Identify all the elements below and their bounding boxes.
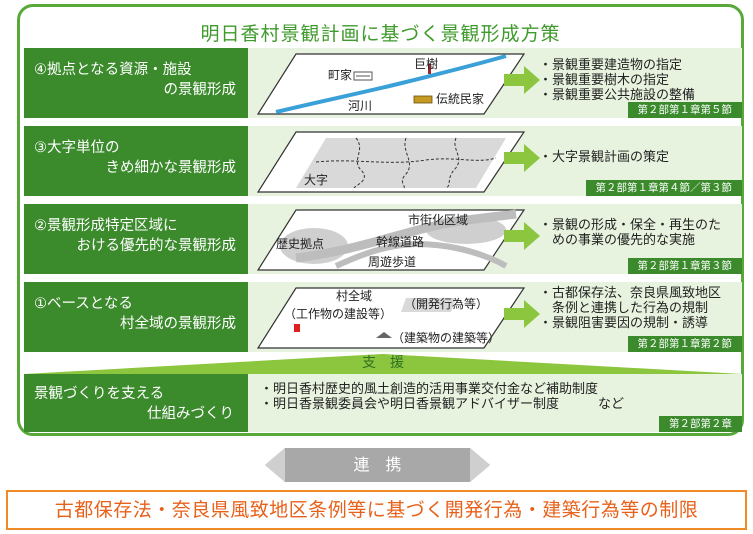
row-label: ①ベースとなる 村全域の景観形成 <box>24 282 248 352</box>
restriction-box: 古都保存法・奈良県風致地区条例等に基づく開発行為・建築行為等の制限 <box>6 490 747 530</box>
tree-icon <box>428 64 431 74</box>
row-items: ・明日香村歴史的風土創造的活用事業交付金など補助制度 ・明日香景観委員会や明日香… <box>260 382 625 412</box>
map-label: 周遊歩道 <box>368 254 416 269</box>
arrow-icon <box>504 300 540 328</box>
map-label: （開発行為等） <box>404 297 488 311</box>
map-label: 村全域 <box>336 288 372 303</box>
arrow-icon <box>504 66 540 94</box>
row-label: ④拠点となる資源・施設 の景観形成 <box>24 48 248 118</box>
row-oaza: ③大字単位の きめ細かな景観形成 大字 ・大字景観計画の策定 第２部第１章第４節… <box>24 126 742 196</box>
structure-icon <box>294 324 300 332</box>
map-label: 歴史拠点 <box>276 237 324 251</box>
row-label: ③大字単位の きめ細かな景観形成 <box>24 126 248 196</box>
row-special-zone: ②景観形成特定区域に おける優先的な景観形成 市街化区域 歴史拠点 幹線道路 周… <box>24 204 742 274</box>
map-label: 幹線道路 <box>376 234 424 249</box>
support-label: 支 援 <box>362 355 404 371</box>
house-icon <box>376 332 392 338</box>
map-label: 大字 <box>304 172 328 187</box>
row-support-system: 景観づくりを支える 仕組みづくり ・明日香村歴史的風土創造的活用事業交付金など補… <box>24 374 742 432</box>
section-ref: 第２部第１章第２節 <box>627 336 742 352</box>
map-label: （建築物の建築等） <box>392 330 500 345</box>
row-items: ・景観の形成・保全・再生のた めの事業の優先的な実施 <box>539 218 722 248</box>
map-oaza: 大字 <box>256 131 526 193</box>
section-ref: 第２部第１章第３節 <box>627 258 742 274</box>
row-village-wide: ①ベースとなる 村全域の景観形成 村全域 （開発行為等） （工作物の建設等） （… <box>24 282 742 352</box>
minka-icon <box>413 95 433 104</box>
map-special-zone: 市街化区域 歴史拠点 幹線道路 周遊歩道 <box>256 209 526 271</box>
map-label: 伝統民家 <box>436 91 484 106</box>
row-items: ・古都保存法、奈良県風致地区 条例と連携した行為の規制 ・景観阻害要因の規制・誘… <box>539 286 722 331</box>
cooperation-arrow <box>265 448 490 482</box>
support-arrow <box>24 354 742 374</box>
cooperation-label: 連 携 <box>353 455 402 474</box>
row-resources: ④拠点となる資源・施設 の景観形成 町家 巨樹 伝統民家 河川 ・景観重要建造物… <box>24 48 742 118</box>
map-resources: 町家 巨樹 伝統民家 河川 <box>256 53 526 115</box>
section-ref: 第２部第１章第５節 <box>627 102 742 118</box>
map-label: 町家 <box>328 67 352 82</box>
row-label: 景観づくりを支える 仕組みづくり <box>24 374 248 432</box>
map-label: 河川 <box>348 99 372 113</box>
map-label: 巨樹 <box>414 57 438 71</box>
page-title: 明日香村景観計画に基づく景観形成方策 <box>200 23 561 45</box>
section-ref: 第２部第１章第４節／第３節 <box>585 180 742 196</box>
row-items: ・景観重要建造物の指定 ・景観重要樹木の指定 ・景観重要公共施設の整備 <box>539 58 696 103</box>
map-village-wide: 村全域 （開発行為等） （工作物の建設等） （建築物の建築等） <box>256 287 526 349</box>
row-label: ②景観形成特定区域に おける優先的な景観形成 <box>24 204 248 274</box>
map-label: （工作物の建設等） <box>284 306 392 321</box>
map-label: 市街化区域 <box>408 212 468 227</box>
section-ref: 第２部第２章 <box>659 416 742 432</box>
arrow-icon <box>504 144 540 172</box>
row-items: ・大字景観計画の策定 <box>539 150 670 165</box>
arrow-icon <box>504 222 540 250</box>
